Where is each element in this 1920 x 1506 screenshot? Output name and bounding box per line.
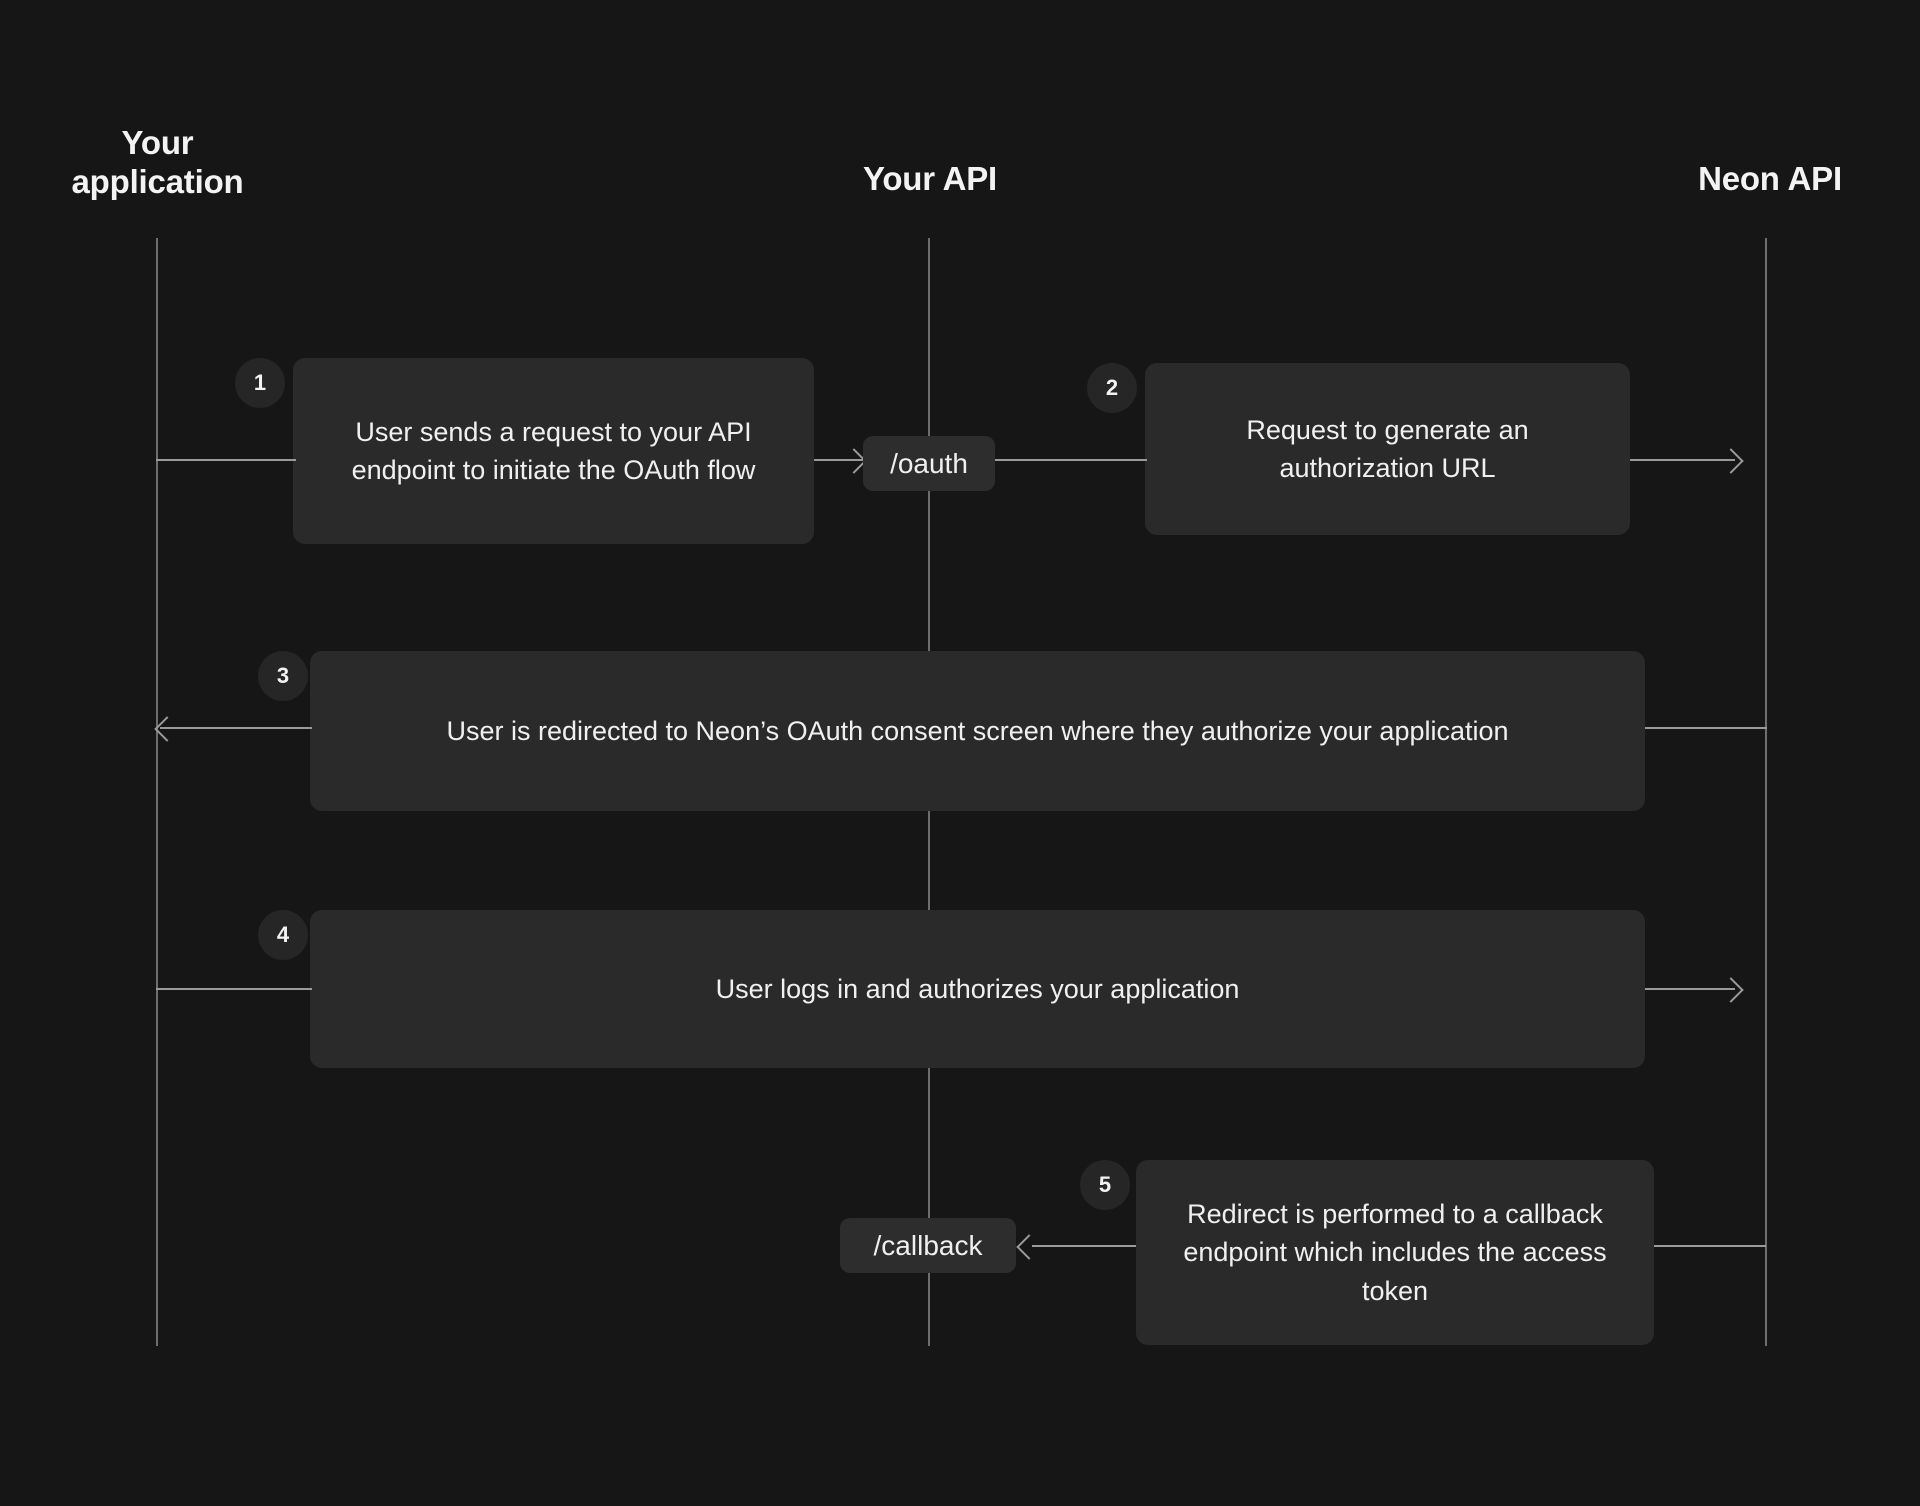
connector-step-3-in [1645, 727, 1767, 729]
message-box-step-4: User logs in and authorizes your applica… [310, 910, 1645, 1068]
arrowhead-step-3 [154, 716, 180, 742]
participant-header-neon-api: Neon API [1698, 160, 1842, 197]
connector-step-1-out [814, 459, 864, 461]
arrowhead-step-2 [1718, 448, 1744, 474]
connector-step-2-in [995, 459, 1147, 461]
connector-step-3-out [160, 727, 312, 729]
connector-step-4-in [156, 988, 312, 990]
message-box-step-1: User sends a request to your API endpoin… [293, 358, 814, 544]
step-badge-2: 2 [1087, 363, 1137, 413]
lifeline-neon-api [1765, 238, 1767, 1346]
connector-step-5-out [1032, 1245, 1136, 1247]
endpoint-pill-callback-label: /callback [873, 1229, 983, 1261]
step-badge-3: 3 [258, 651, 308, 701]
arrowhead-step-5 [1016, 1234, 1042, 1260]
endpoint-pill-callback[interactable]: /callback [840, 1218, 1016, 1273]
message-text-step-5: Redirect is performed to a callback endp… [1183, 1199, 1607, 1306]
connector-step-4-out [1645, 988, 1735, 990]
message-box-step-3: User is redirected to Neon’s OAuth conse… [310, 651, 1645, 811]
message-text-step-2: Request to generate an authorization URL [1246, 414, 1529, 483]
connector-step-5-in [1654, 1245, 1766, 1247]
step-badge-4: 4 [258, 910, 308, 960]
step-badge-1: 1 [235, 358, 285, 408]
lifeline-application [156, 238, 158, 1346]
arrowhead-step-4 [1718, 977, 1744, 1003]
endpoint-pill-oauth-label: /oauth [890, 447, 968, 479]
connector-step-2-out [1630, 459, 1735, 461]
endpoint-pill-oauth[interactable]: /oauth [863, 436, 995, 491]
participant-header-your-api: Your API [862, 160, 998, 197]
message-text-step-1: User sends a request to your API endpoin… [351, 416, 756, 485]
step-badge-5: 5 [1080, 1160, 1130, 1210]
message-text-step-4: User logs in and authorizes your applica… [715, 973, 1240, 1004]
message-text-step-3: User is redirected to Neon’s OAuth conse… [446, 715, 1509, 746]
message-box-step-2: Request to generate an authorization URL [1145, 363, 1630, 535]
participant-header-application: Your application [71, 124, 244, 200]
connector-step-1-in [156, 459, 296, 461]
message-box-step-5: Redirect is performed to a callback endp… [1136, 1160, 1654, 1345]
